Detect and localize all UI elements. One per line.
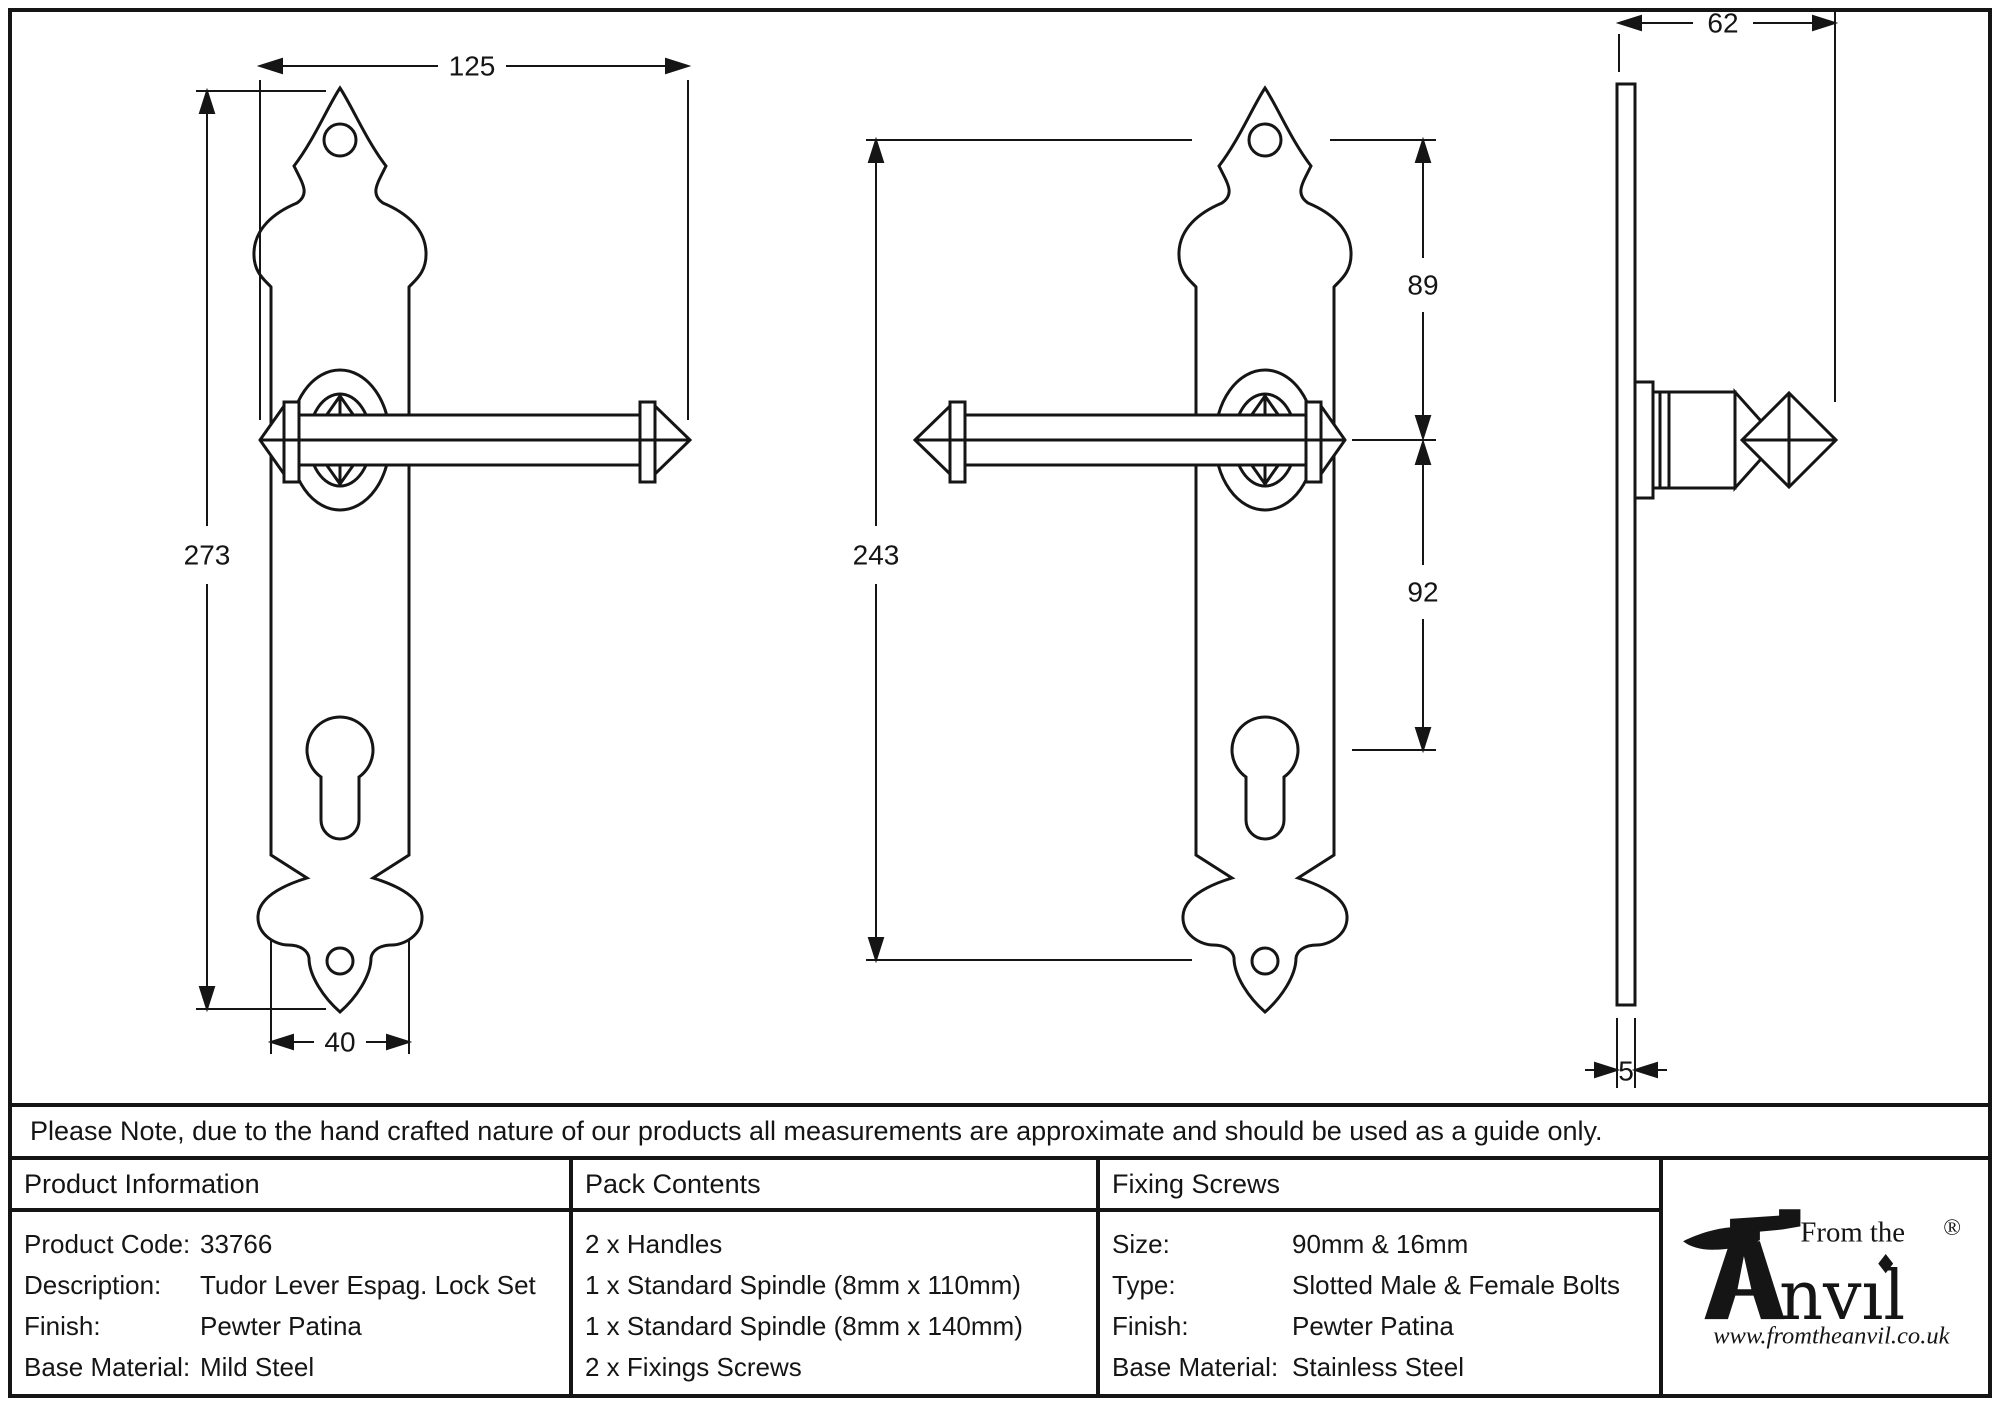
from-the-anvil-logo: From the nvıl ® www.fromtheanvil.co.uk — [1682, 1208, 1961, 1349]
table-row: Description: Tudor Lever Espag. Lock Set — [24, 1269, 561, 1302]
fixing-screws-header: Fixing Screws — [1100, 1160, 1659, 1212]
list-item: 1 x Standard Spindle (8mm x 110mm) — [585, 1270, 1021, 1300]
list-item: 1 x Standard Spindle (8mm x 140mm) — [585, 1311, 1023, 1341]
brand-logo-cell: From the nvıl ® www.fromtheanvil.co.uk — [1663, 1160, 1988, 1394]
dim-label-overall-height: 273 — [184, 540, 231, 571]
registered-mark: ® — [1943, 1214, 1961, 1240]
list-item: 2 x Handles — [585, 1229, 723, 1259]
row-value: Stainless Steel — [1292, 1352, 1464, 1382]
list-item: 2 x Fixings Screws — [585, 1352, 802, 1382]
row-value: 90mm & 16mm — [1292, 1229, 1469, 1259]
row-value: Pewter Patina — [1292, 1311, 1454, 1341]
anvil-icon — [1682, 1208, 1800, 1250]
table-row: Base Material: Mild Steel — [24, 1351, 561, 1384]
table-row: Size: 90mm & 16mm — [1112, 1228, 1651, 1261]
product-information-cell: Product Information Product Code: 33766 … — [12, 1160, 573, 1394]
pack-contents-header: Pack Contents — [573, 1160, 1096, 1212]
measurement-note-row: Please Note, due to the hand crafted nat… — [12, 1103, 1988, 1160]
side-view — [1615, 82, 1839, 1007]
side-lever-cylinder — [1651, 390, 1737, 490]
table-row: Finish: Pewter Patina — [24, 1310, 561, 1343]
dim-label-overall-width: 125 — [449, 51, 496, 82]
dimension-labels: 125 273 40 243 89 92 62 5 — [184, 8, 1739, 1087]
row-label: Finish: — [1112, 1311, 1189, 1341]
row-label: Product Code: — [24, 1229, 191, 1259]
row-value: Mild Steel — [200, 1352, 315, 1382]
table-row: Finish: Pewter Patina — [1112, 1310, 1651, 1343]
product-information-header: Product Information — [12, 1160, 569, 1212]
row-value: Pewter Patina — [200, 1311, 362, 1341]
table-row: Base Material: Stainless Steel — [1112, 1351, 1651, 1384]
pack-contents-body: 2 x Handles 1 x Standard Spindle (8mm x … — [573, 1212, 1096, 1392]
row-label: Size: — [1112, 1229, 1170, 1259]
row-value: 33766 — [200, 1229, 273, 1259]
dim-label-lever-to-keyhole: 92 — [1407, 577, 1438, 608]
technical-drawing: 125 273 40 243 89 92 62 5 — [184, 8, 1839, 1088]
row-label: Type: — [1112, 1270, 1176, 1300]
dimension-lines — [196, 12, 1839, 1088]
row-label: Finish: — [24, 1311, 101, 1341]
fixing-screws-cell: Fixing Screws Size: 90mm & 16mm Type: Sl… — [1100, 1160, 1663, 1394]
table-row: Product Code: 33766 — [24, 1228, 561, 1261]
diamond-tittle-icon — [1877, 1253, 1893, 1273]
fixing-screws-body: Size: 90mm & 16mm Type: Slotted Male & F… — [1100, 1212, 1659, 1392]
dim-label-top-to-lever: 89 — [1407, 270, 1438, 301]
product-information-body: Product Code: 33766 Description: Tudor L… — [12, 1212, 569, 1392]
dim-label-fixing-centres: 243 — [853, 540, 900, 571]
table-row: Type: Slotted Male & Female Bolts — [1112, 1269, 1651, 1302]
sheet-border — [8, 8, 1992, 1398]
row-label: Base Material: — [1112, 1352, 1279, 1382]
pack-contents-cell: Pack Contents 2 x Handles 1 x Standard S… — [573, 1160, 1100, 1394]
measurement-note-text: Please Note, due to the hand crafted nat… — [30, 1116, 1603, 1146]
side-plate — [1615, 82, 1637, 1007]
logo-tagline: From the — [1800, 1216, 1905, 1248]
dim-label-plate-thickness: 5 — [1618, 1056, 1634, 1087]
row-label: Base Material: — [24, 1352, 191, 1382]
logo-url: www.fromtheanvil.co.uk — [1713, 1322, 1950, 1349]
product-info-table: Product Information Product Code: 33766 … — [12, 1160, 1988, 1394]
dim-label-projection: 62 — [1707, 8, 1738, 39]
row-value: Tudor Lever Espag. Lock Set — [200, 1270, 536, 1300]
row-label: Description: — [24, 1270, 162, 1300]
dim-label-plate-width: 40 — [324, 1027, 355, 1058]
row-value: Slotted Male & Female Bolts — [1292, 1270, 1621, 1300]
